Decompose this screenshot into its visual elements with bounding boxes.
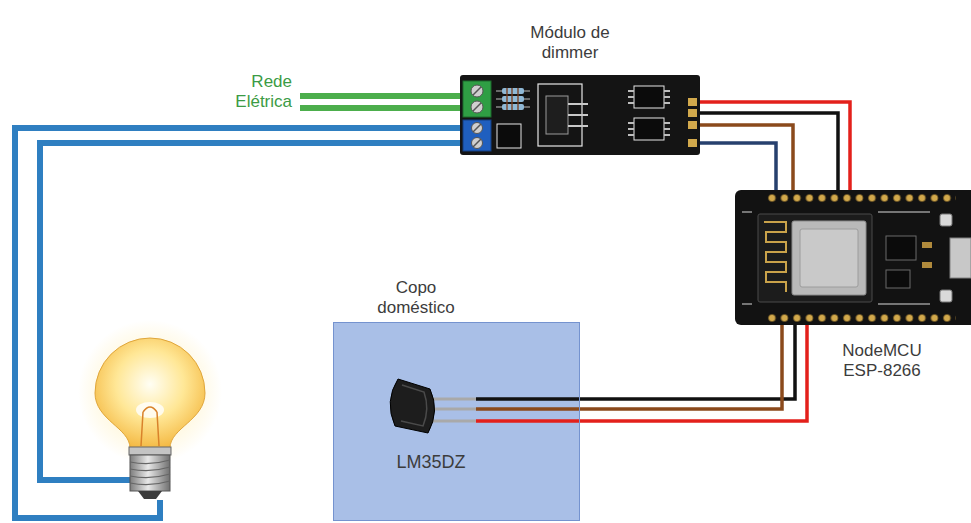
lamp-collar xyxy=(129,447,171,455)
resistor-body xyxy=(502,88,524,94)
antenna-trace xyxy=(764,222,786,292)
mains-wires xyxy=(300,96,472,108)
rectifier-chip xyxy=(497,124,521,148)
header-pin xyxy=(688,98,697,106)
mains-wire xyxy=(300,105,472,111)
resistor-body xyxy=(502,104,524,110)
optocoupler-chip xyxy=(634,86,664,108)
signal-wire xyxy=(700,143,776,190)
connectors xyxy=(476,102,850,421)
lamp-glow xyxy=(78,320,222,464)
silkscreen-line xyxy=(742,212,930,304)
lamp-tip xyxy=(138,491,162,499)
sensor-body xyxy=(390,379,434,433)
triac-body xyxy=(546,96,568,134)
signal-wire xyxy=(476,325,782,409)
screw-slot xyxy=(473,124,481,147)
shield-can xyxy=(792,221,866,295)
header-pin xyxy=(688,139,697,147)
regulator-chip xyxy=(886,270,910,288)
esp-module xyxy=(758,214,872,302)
lamp-screw-base xyxy=(130,455,170,491)
nodemcu-pcb xyxy=(735,190,971,325)
dimmer-pcb xyxy=(460,75,700,155)
signal-wire xyxy=(700,113,838,190)
dimmer-board xyxy=(460,75,700,155)
mains-label: Rede Elétrica xyxy=(212,72,292,112)
optocoupler-chip xyxy=(634,118,664,140)
pin-row xyxy=(766,193,956,205)
temperature-sensor: LM35DZ xyxy=(386,371,476,476)
usb-connector xyxy=(950,238,971,278)
terminal-block xyxy=(463,81,491,117)
terminal-block xyxy=(463,120,491,151)
filament-glow xyxy=(136,402,164,418)
resistor-symbol xyxy=(496,88,530,110)
chip-pin xyxy=(628,91,670,135)
part-name: LM35DZ xyxy=(396,452,465,472)
shield-can xyxy=(800,229,858,287)
smd-part xyxy=(922,262,932,268)
signal-wire xyxy=(700,102,850,190)
resistor-body xyxy=(502,96,524,102)
push-button xyxy=(940,290,952,302)
header-pin xyxy=(688,109,697,117)
region-title: Copo doméstico xyxy=(366,278,466,318)
header-pin xyxy=(688,121,697,129)
lamp-thread xyxy=(130,460,170,485)
lamp-illustration xyxy=(78,320,222,499)
screw-slot xyxy=(473,87,481,111)
cup-region: Copo domésticoLM35DZ xyxy=(333,322,580,521)
signal-wire xyxy=(700,125,793,190)
sensor-leg xyxy=(430,399,476,421)
sensor-highlight xyxy=(401,385,427,426)
signal-wire xyxy=(476,325,795,399)
dimmer-module: Módulo de dimmer xyxy=(460,75,700,155)
board-title: NodeMCU ESP-8266 xyxy=(830,341,934,381)
push-button xyxy=(940,214,952,226)
module-title: Módulo de dimmer xyxy=(515,23,625,63)
pin-trace xyxy=(676,102,700,143)
smd-part xyxy=(922,242,932,248)
nodemcu-board: NodeMCU ESP-8266 xyxy=(735,190,971,325)
pin-row xyxy=(766,310,956,322)
lamp-glass xyxy=(95,338,205,448)
usb-chip xyxy=(886,236,916,260)
lamp-filament xyxy=(141,407,159,446)
mains-wire xyxy=(300,93,472,99)
signal-wire xyxy=(476,325,807,421)
resistor-band xyxy=(507,88,518,110)
nodemcu-board xyxy=(735,190,971,325)
triac-pin xyxy=(568,104,588,126)
